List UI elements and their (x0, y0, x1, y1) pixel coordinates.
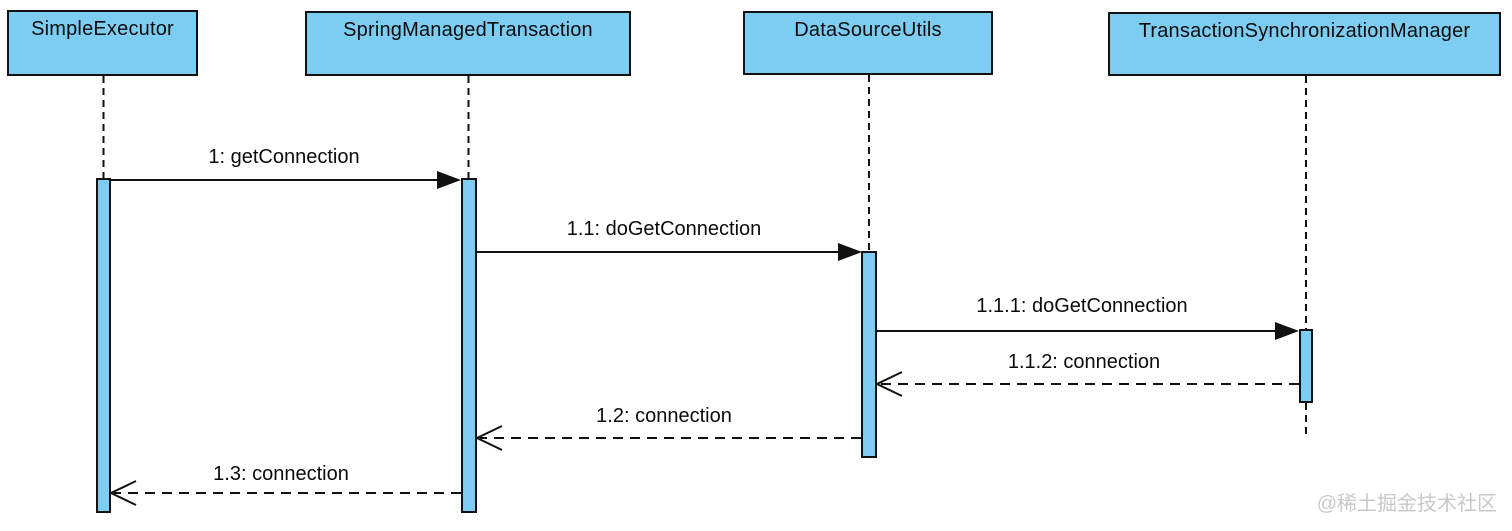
message-label-1-3: 1.3: connection (213, 463, 349, 485)
message-label-1-2: 1.2: connection (596, 405, 732, 427)
arrowhead-filled (437, 171, 461, 189)
arrowhead-filled (838, 243, 862, 261)
activation-bar-simpleexecutor (96, 178, 111, 513)
message-label-1: 1: getConnection (208, 146, 360, 168)
message-arrow-dogetconnection (477, 243, 862, 261)
activation-bar-datasourceutils (861, 251, 877, 458)
message-arrow-getconnection (111, 171, 461, 189)
actor-box-datasourceutils: DataSourceUtils (743, 11, 993, 75)
actor-label-springmanagedtransaction: SpringManagedTransaction (343, 19, 593, 41)
message-arrow-dogetconnection-2 (877, 322, 1299, 340)
message-return-connection-112 (874, 371, 1299, 397)
actor-label-transactionsynchronizationmanager: TransactionSynchronizationManager (1138, 20, 1471, 42)
actor-label-datasourceutils: DataSourceUtils (794, 19, 942, 41)
actor-label-simpleexecutor: SimpleExecutor (31, 18, 174, 40)
message-label-1-1-1: 1.1.1: doGetConnection (976, 295, 1188, 317)
activation-bar-transactionsynchronizationmanager (1299, 329, 1313, 403)
arrowhead-filled (1275, 322, 1299, 340)
arrowhead-open (108, 480, 137, 506)
message-label-1-1-2: 1.1.2: connection (1007, 351, 1161, 373)
message-return-connection-12 (474, 425, 861, 451)
arrowhead-open (474, 425, 503, 451)
message-label-1-1: 1.1: doGetConnection (566, 218, 762, 240)
activation-bar-springmanagedtransaction (461, 178, 477, 513)
watermark-text: @稀土掘金技术社区 (1316, 493, 1497, 515)
actor-box-springmanagedtransaction: SpringManagedTransaction (305, 11, 631, 76)
actor-box-simpleexecutor: SimpleExecutor (7, 10, 198, 76)
arrowhead-open (874, 371, 903, 397)
message-return-connection-13 (108, 480, 461, 506)
actor-box-transactionsynchronizationmanager: TransactionSynchronizationManager (1108, 12, 1501, 76)
